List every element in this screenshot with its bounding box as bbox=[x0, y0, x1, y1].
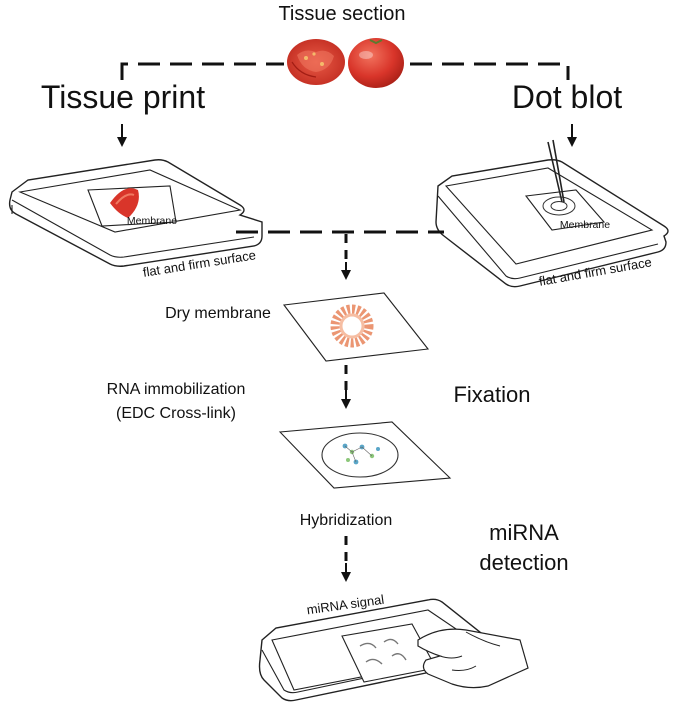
dot-blot-label: Dot blot bbox=[512, 79, 622, 115]
tissue-print-label: Tissue print bbox=[41, 79, 205, 115]
tissue-print-imprint bbox=[110, 188, 139, 218]
tomato-whole-image bbox=[348, 38, 404, 88]
fixation-label: Fixation bbox=[453, 382, 530, 407]
mirna-detection-label-line2: detection bbox=[479, 550, 568, 575]
hybridization-label: Hybridization bbox=[300, 512, 392, 529]
mirna-detection-label-line1: miRNA bbox=[489, 520, 559, 545]
membrane-label-right: Membrane bbox=[560, 219, 610, 231]
tweezers-icon bbox=[547, 139, 565, 203]
crosslinked-membrane bbox=[278, 421, 452, 489]
tissue-section-label: Tissue section bbox=[278, 3, 405, 25]
top-dashed-connector-right bbox=[410, 62, 570, 80]
dry-membrane bbox=[282, 292, 430, 362]
membrane-label-left: Membrane bbox=[127, 215, 177, 227]
rna-immobilization-label: RNA immobilization bbox=[107, 381, 246, 398]
tomato-slice-image bbox=[287, 39, 345, 85]
gloved-hand-icon bbox=[417, 628, 529, 689]
dry-membrane-label: Dry membrane bbox=[165, 305, 271, 322]
edc-crosslink-label: (EDC Cross-link) bbox=[116, 405, 236, 422]
top-dashed-connector bbox=[120, 62, 284, 80]
